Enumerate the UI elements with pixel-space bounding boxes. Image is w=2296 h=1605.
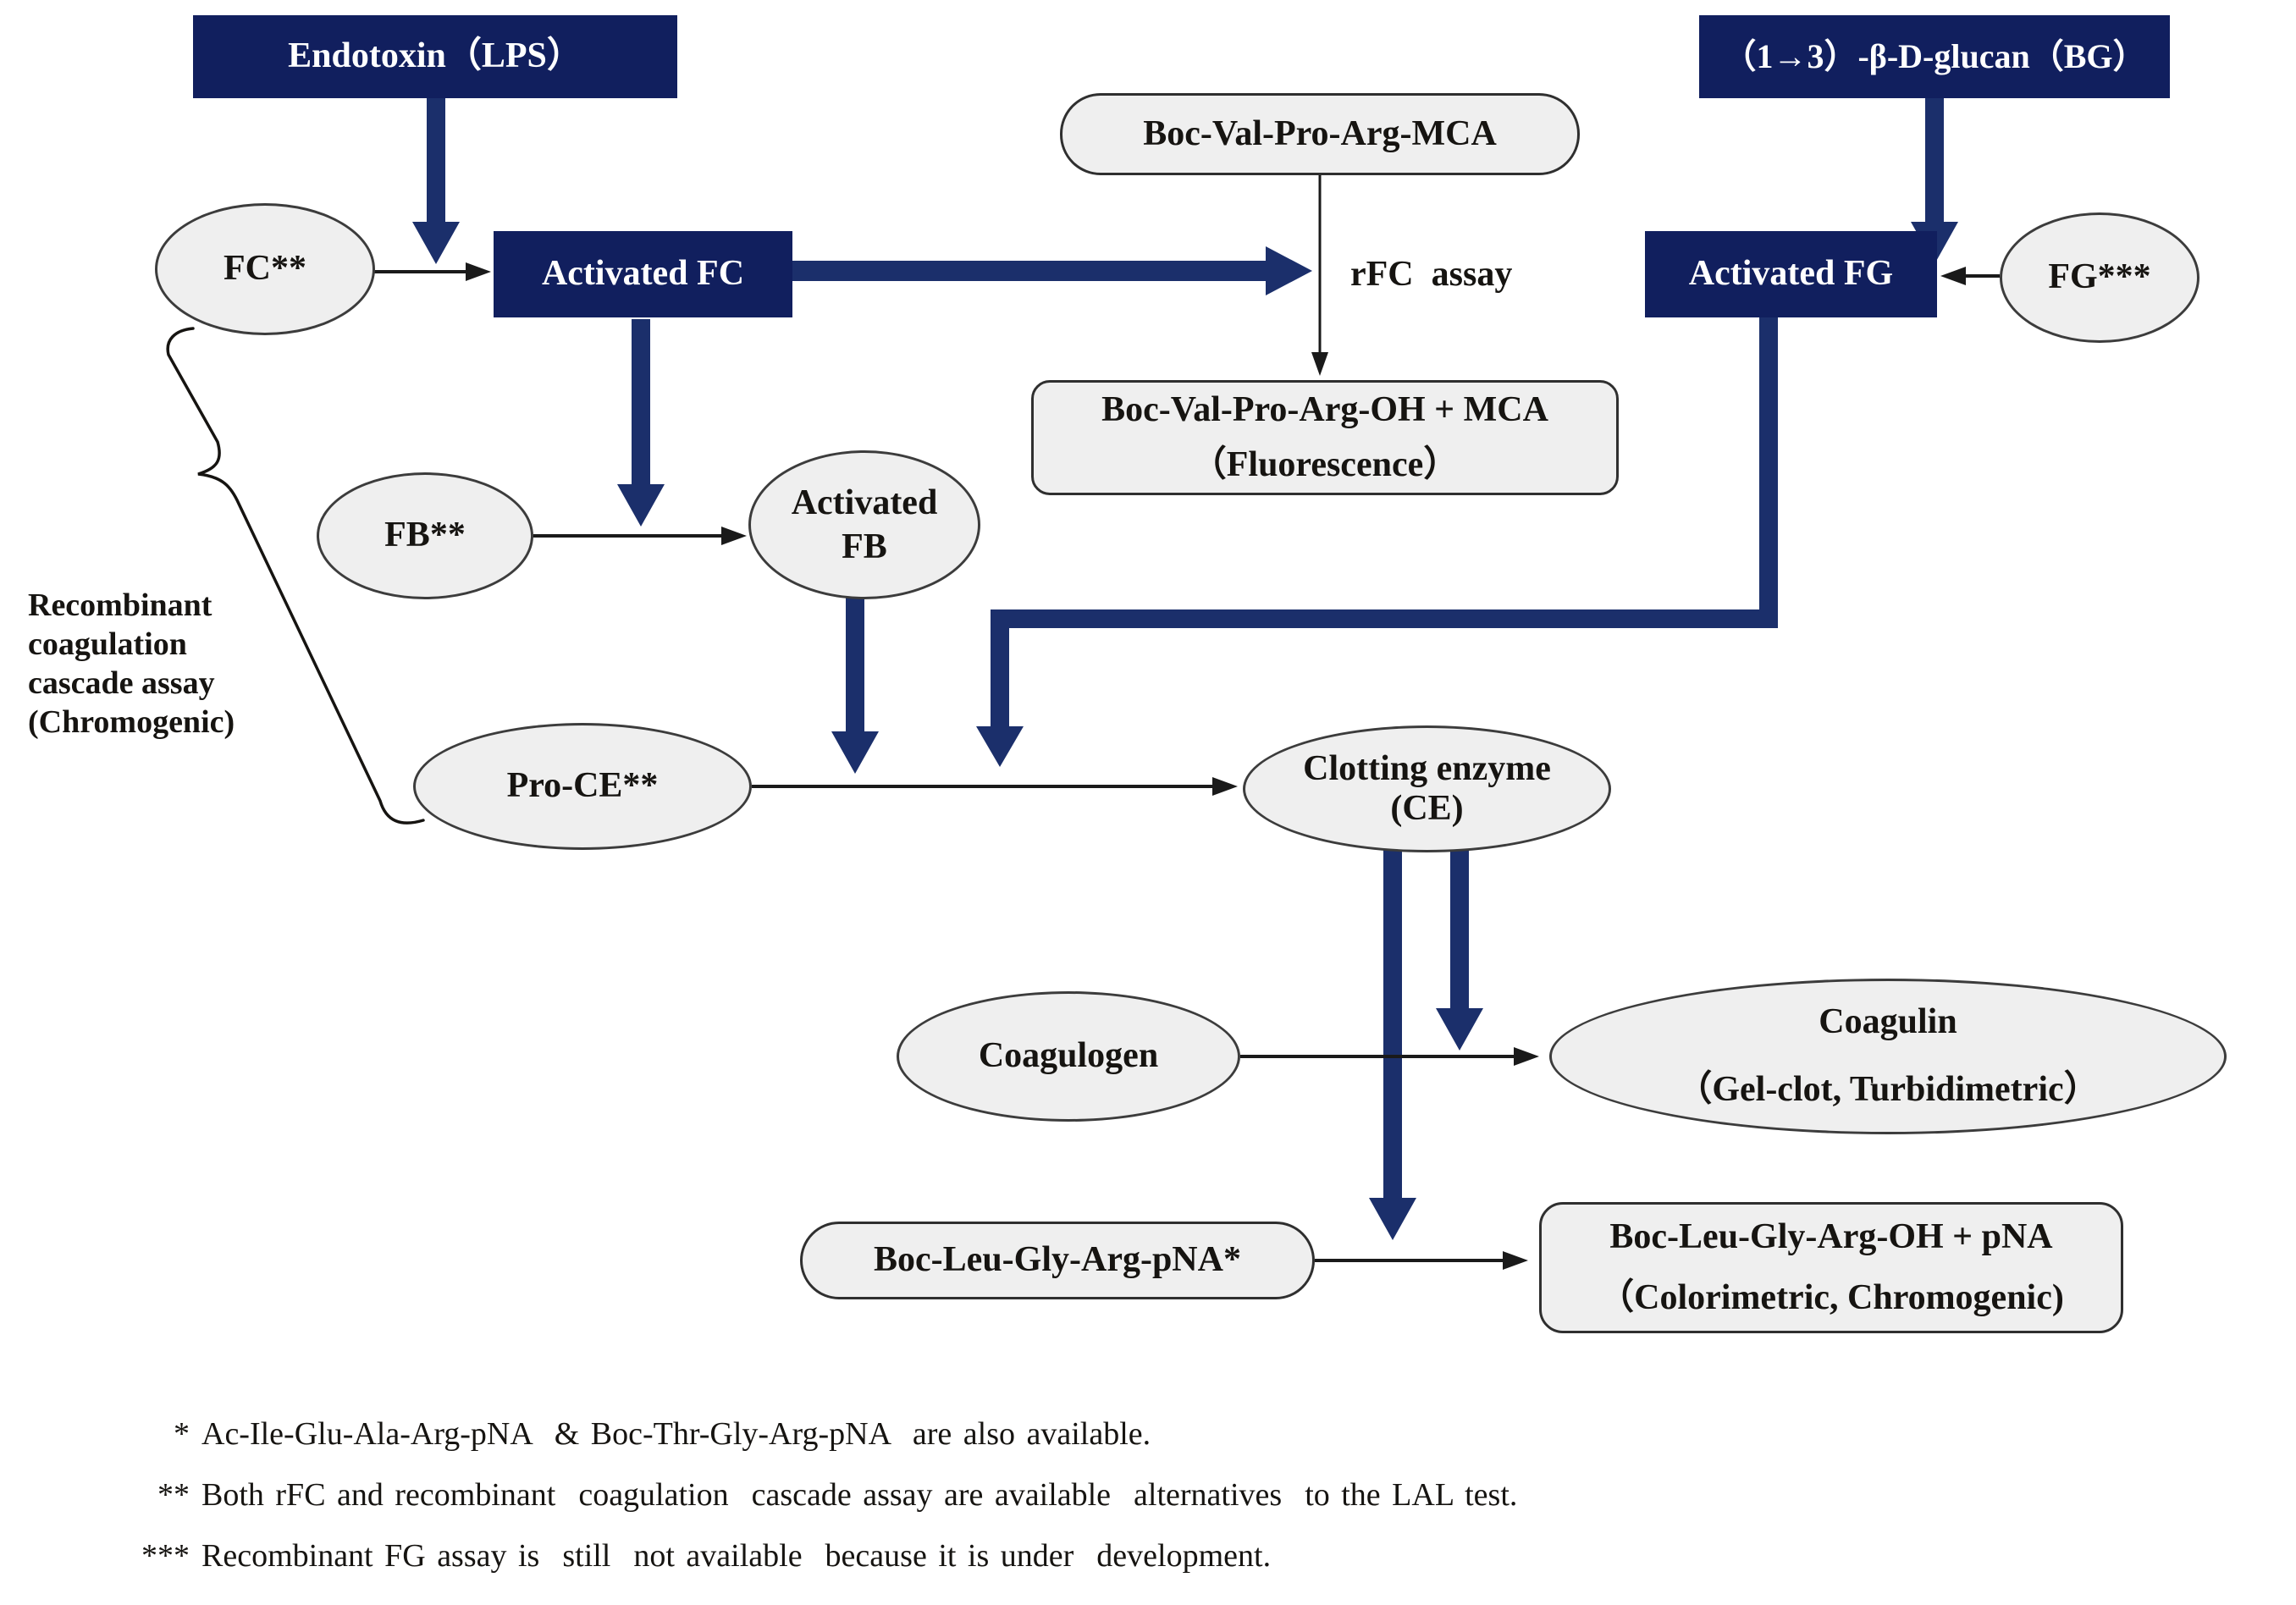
arrow-bg-down xyxy=(1911,98,1958,264)
arrow-fg-to-activated-fg xyxy=(1940,267,2000,285)
node-coagulin: Coagulin （Gel-clot, Turbidimetric） xyxy=(1549,979,2227,1134)
footnote-2-text: Both rFC and recombinant coagulation cas… xyxy=(201,1477,1518,1513)
node-fb: FB** xyxy=(317,472,533,599)
cascade-note-line2: coagulation xyxy=(28,626,187,662)
node-fg-label: FG*** xyxy=(2048,257,2151,297)
node-pro-ce-label: Pro-CE** xyxy=(506,766,659,806)
node-boc-leu-gly-arg-oh: Boc-Leu-Gly-Arg-OH + pNA （Colorimetric, … xyxy=(1539,1202,2123,1333)
arrow-activated-fc-down xyxy=(617,319,665,527)
footnote-3: *** Recombinant FG assay is still not av… xyxy=(119,1537,1517,1581)
footnote-3-text: Recombinant FG assay is still not availa… xyxy=(201,1538,1272,1574)
arrow-fc-to-activated-fc xyxy=(364,262,491,281)
cascade-note-line4: (Chromogenic) xyxy=(28,704,235,740)
footnotes: * Ac-Ile-Glu-Ala-Arg-pNA & Boc-Thr-Gly-A… xyxy=(119,1415,1517,1598)
arrow-ce-down-right xyxy=(1436,851,1483,1051)
node-boc-val-pro-arg-mca-label: Boc-Val-Pro-Arg-MCA xyxy=(1143,113,1497,153)
node-clotting-enzyme-line1: Clotting enzyme xyxy=(1303,748,1551,788)
node-activated-fg-label: Activated FG xyxy=(1688,254,1894,294)
arrow-ce-down-left xyxy=(1369,849,1416,1240)
node-boc-val-pro-arg-mca: Boc-Val-Pro-Arg-MCA xyxy=(1060,93,1580,175)
footnote-2-marker: ** xyxy=(157,1477,190,1513)
node-boc-leu-gly-arg-pna-label: Boc-Leu-Gly-Arg-pNA* xyxy=(874,1240,1241,1280)
node-coagulin-line1: Coagulin xyxy=(1819,1002,1957,1042)
footnote-1: * Ac-Ile-Glu-Ala-Arg-pNA & Boc-Thr-Gly-A… xyxy=(119,1415,1517,1459)
node-boc-val-pro-arg-oh-line1: Boc-Val-Pro-Arg-OH + MCA xyxy=(1101,389,1548,429)
node-fc-label: FC** xyxy=(224,249,306,289)
node-endotoxin-label: Endotoxin（LPS） xyxy=(288,36,582,76)
node-boc-leu-gly-arg-pna: Boc-Leu-Gly-Arg-pNA* xyxy=(800,1222,1315,1299)
node-boc-leu-gly-arg-oh-line1: Boc-Leu-Gly-Arg-OH + pNA xyxy=(1609,1217,2053,1257)
node-activated-fg: Activated FG xyxy=(1645,231,1937,317)
arrow-pna-to-product xyxy=(1315,1251,1528,1270)
arrow-activated-fb-down xyxy=(831,593,879,774)
node-coagulogen-label: Coagulogen xyxy=(978,1036,1159,1076)
node-boc-val-pro-arg-oh-line2: （Fluorescence） xyxy=(1190,445,1460,484)
arrow-fb-to-activated-fb xyxy=(533,527,747,545)
arrow-coagulogen-to-coagulin xyxy=(1240,1047,1539,1066)
footnote-1-text: Ac-Ile-Glu-Ala-Arg-pNA & Boc-Thr-Gly-Arg… xyxy=(201,1416,1151,1452)
node-activated-fc: Activated FC xyxy=(494,231,792,317)
node-boc-leu-gly-arg-oh-line2: （Colorimetric, Chromogenic) xyxy=(1598,1277,2064,1317)
node-clotting-enzyme: Clotting enzyme (CE) xyxy=(1243,725,1611,852)
node-coagulogen: Coagulogen xyxy=(897,991,1240,1122)
node-activated-fb: Activated FB xyxy=(748,450,980,599)
node-bg-glucan-label: （1→3）-β-D-glucan（BG） xyxy=(1722,37,2147,76)
arrow-activated-fc-right xyxy=(792,246,1312,295)
brace-recombinant-cascade xyxy=(166,327,425,825)
cascade-note-line3: cascade assay xyxy=(28,665,215,701)
footnote-1-marker: * xyxy=(174,1416,190,1452)
node-clotting-enzyme-line2: (CE) xyxy=(1390,789,1464,828)
node-coagulin-line2: （Gel-clot, Turbidimetric） xyxy=(1676,1070,2100,1109)
node-activated-fb-line1: Activated xyxy=(791,483,938,522)
arrow-mca-down xyxy=(1311,175,1328,376)
node-fb-label: FB** xyxy=(384,516,466,555)
node-pro-ce: Pro-CE** xyxy=(413,723,752,850)
node-fg: FG*** xyxy=(2000,212,2199,343)
label-recombinant-cascade-note: Recombinant coagulation cascade assay (C… xyxy=(28,586,235,742)
node-fc: FC** xyxy=(155,203,375,335)
label-rfc-assay: rFC assay xyxy=(1350,255,1513,294)
node-activated-fb-line2: FB xyxy=(842,527,887,566)
node-endotoxin: Endotoxin（LPS） xyxy=(193,15,677,98)
arrow-proce-to-ce xyxy=(752,777,1238,796)
footnote-2: ** Both rFC and recombinant coagulation … xyxy=(119,1476,1517,1520)
node-activated-fc-label: Activated FC xyxy=(541,254,745,294)
footnote-3-marker: *** xyxy=(141,1538,190,1574)
arrow-endotoxin-down xyxy=(412,98,460,264)
node-bg-glucan: （1→3）-β-D-glucan（BG） xyxy=(1699,15,2170,98)
node-boc-val-pro-arg-oh: Boc-Val-Pro-Arg-OH + MCA （Fluorescence） xyxy=(1031,380,1619,495)
cascade-note-line1: Recombinant xyxy=(28,587,212,623)
